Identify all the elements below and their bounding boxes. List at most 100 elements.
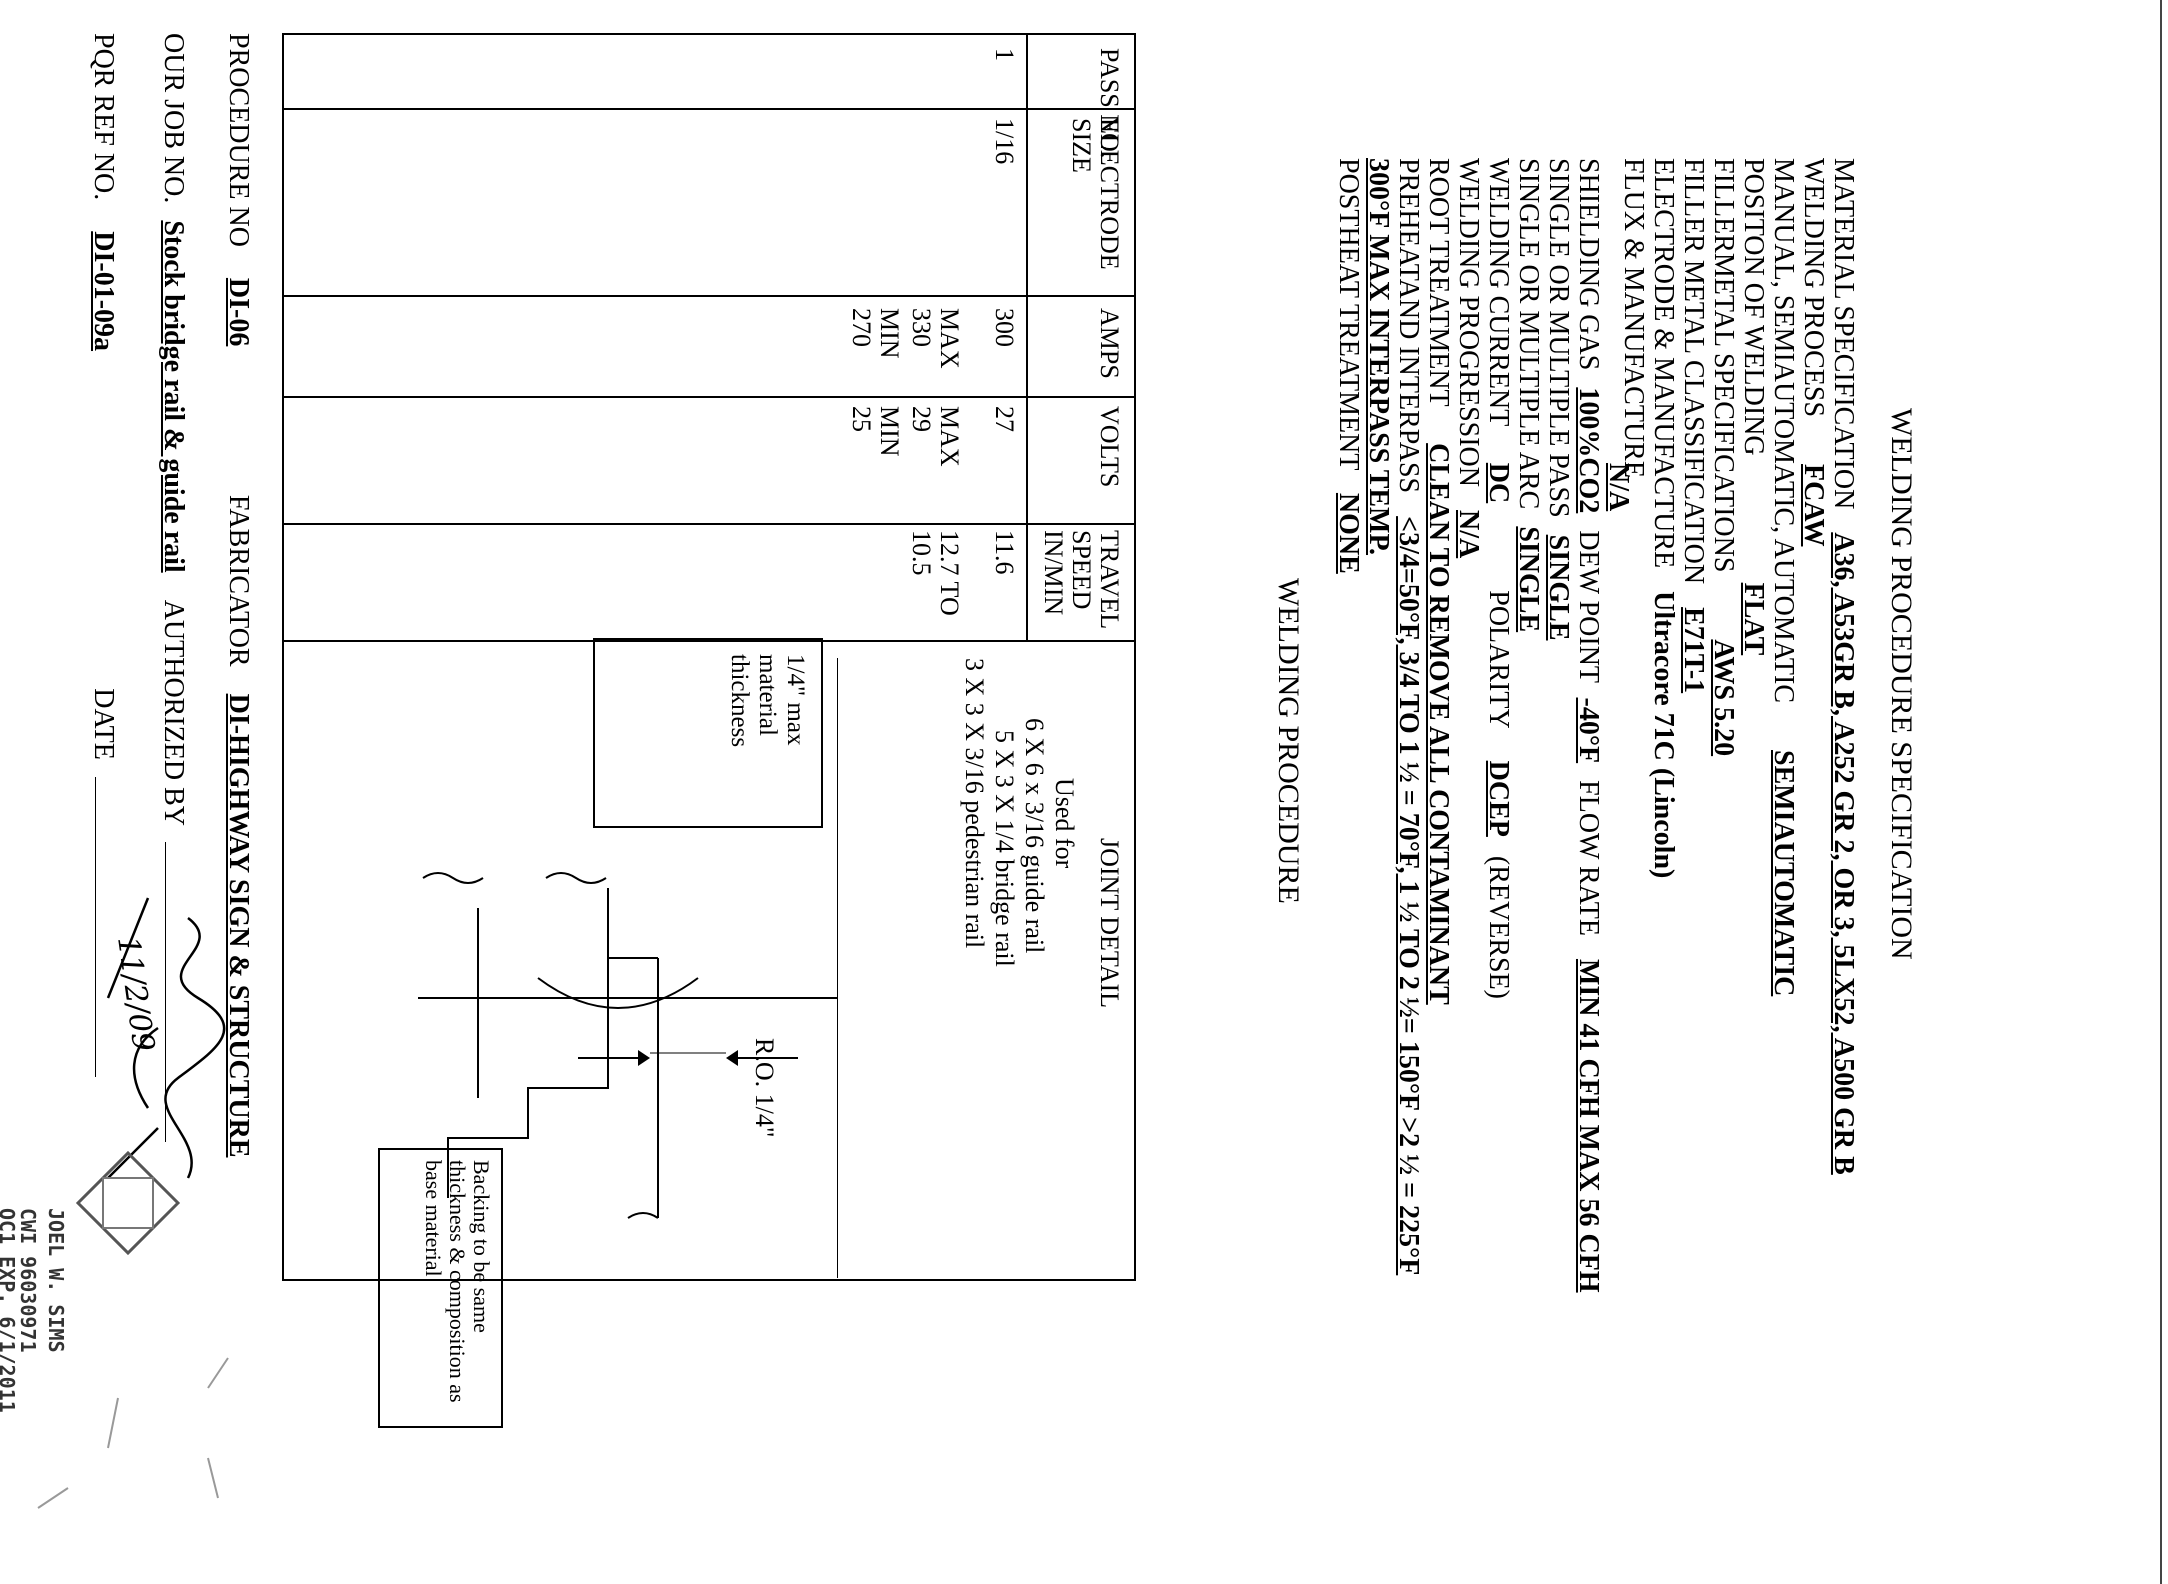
field-flux-value: N/A <box>1603 463 1634 512</box>
postheat-value: NONE <box>1333 492 1364 574</box>
current-value: DC <box>1483 462 1514 504</box>
field-flux: FLUX & MANUFACTURE <box>1618 158 1649 478</box>
rotated-document: WELDING PROCEDURE SPECIFICATION MATERIAL… <box>0 18 2168 1558</box>
header-row-divider <box>1026 33 1028 640</box>
field-preheat: PREHEATAND INTERPASS <3/4=50°F, 3/4 TO 1… <box>1393 158 1424 1276</box>
field-label: FLUX & MANUFACTURE <box>1618 158 1649 478</box>
field-material-spec: MATERIAL SPECIFICATION A36, A53GR B, A25… <box>1828 158 1859 1175</box>
table-top-border <box>1134 33 1136 1281</box>
preheat-label: PREHEATAND INTERPASS <box>1393 158 1424 494</box>
cell-travel-range: 12.7 TO 10.5 <box>907 530 964 616</box>
field-arc: SINGLE OR MULTIPLE ARC SINGLE <box>1513 158 1544 633</box>
flow-value: MIN 41 CFH MAX 56 CFH <box>1573 958 1604 1293</box>
polarity-note: (REVERSE) <box>1483 855 1514 999</box>
field-filler-class: FILLER METAL CLASSIFICATION E71T-1 <box>1678 158 1709 693</box>
arc-label: SINGLE OR MULTIPLE ARC <box>1513 158 1544 510</box>
field-value: FCAW <box>1798 464 1829 547</box>
field-label: MANUAL, SEMIAUTOMATIC, AUTOMATIC <box>1768 158 1799 703</box>
pqr-label: PQR REF NO. <box>88 33 119 201</box>
field-root: ROOT TREATMENT CLEAN TO REMOVE ALL CONTA… <box>1423 158 1454 1005</box>
field-value: FLAT <box>1738 582 1769 656</box>
cell-volts-max: MAX 29 <box>907 406 964 467</box>
page-edge-rule <box>2160 0 2162 1584</box>
field-label: MATERIAL SPECIFICATION <box>1828 158 1859 510</box>
handwritten-signature: 11/2/09 <box>106 897 226 1179</box>
preheat-line2: 300°F MAX INTERPASS TEMP. <box>1363 158 1394 556</box>
col-divider <box>282 295 1136 297</box>
polarity-value: DCEP <box>1483 760 1514 837</box>
shielding-gas: 100%CO2 <box>1573 387 1604 514</box>
header-amps: AMPS <box>1095 308 1124 379</box>
arc-value: SINGLE <box>1513 526 1544 633</box>
shielding-label: SHIELDING GAS <box>1573 158 1604 371</box>
root-value: CLEAN TO REMOVE ALL CONTAMINANT <box>1423 443 1454 1005</box>
stamp-cwi: CWI 96030971 <box>16 1208 40 1353</box>
cell-pass: 1 <box>990 48 1019 61</box>
field-manual-semi-auto: MANUAL, SEMIAUTOMATIC, AUTOMATIC SEMIAUT… <box>1768 158 1799 997</box>
field-label: POSITON OF WELDING <box>1738 158 1769 456</box>
polarity-label: POLARITY <box>1483 590 1514 728</box>
cell-travel: 11.6 <box>990 530 1019 575</box>
joint-used-for: Used for <box>1050 778 1079 869</box>
field-label: WELDING PROCESS <box>1798 158 1829 418</box>
field-electrode: ELECTRODE & MANUFACTURE Ultracore 71C (L… <box>1648 158 1679 879</box>
field-label: FILLERMETAL SPECIFICATIONS <box>1708 158 1739 573</box>
faint-scan-marks <box>37 1357 229 1509</box>
field-welding-process: WELDING PROCESS FCAW <box>1798 158 1829 547</box>
cell-amps: 300 <box>990 308 1019 347</box>
pass-value: SINGLE <box>1543 534 1574 641</box>
col-divider <box>282 108 1136 110</box>
field-position: POSITON OF WELDING FLAT <box>1738 158 1769 656</box>
field-current: WELDING CURRENT DC POLARITY DCEP (REVERS… <box>1483 158 1514 999</box>
joint-sketch <box>418 658 838 1278</box>
joint-use-3: 3 X 3 X 3/16 pedestrian rail <box>960 658 989 949</box>
pqr-value: DI-01-09a <box>88 231 119 352</box>
pass-label: SINGLE OR MULTIPLE PASS <box>1543 158 1574 518</box>
table-left-border <box>282 33 1136 35</box>
joint-use-1: 6 X 6 x 3/16 guide rail <box>1020 718 1049 954</box>
preheat-value: <3/4=50°F, 3/4 TO 1 ½ = 70°F, 1 ½ TO 2 ½… <box>1393 516 1424 1276</box>
progression-value: N/A <box>1453 510 1484 559</box>
fabricator-label: FABRICATOR <box>223 494 254 667</box>
field-value: AWS 5.20 <box>1708 639 1739 757</box>
cell-volts-min: MIN 25 <box>847 406 904 457</box>
field-progression: WELDING PROGRESSION N/A <box>1453 158 1484 559</box>
field-postheat: POSTHEAT TREATMENT NONE <box>1333 158 1364 574</box>
field-value: A36, A53GR B, A252 GR 2, OR 3, 5LX52, A5… <box>1828 532 1859 1175</box>
field-shielding: SHIELDING GAS 100%CO2 DEW POINT -40°F FL… <box>1573 158 1604 1293</box>
header-volts: VOLTS <box>1095 406 1124 488</box>
procedure-label: PROCEDURE NO <box>223 33 254 247</box>
document-title: WELDING PROCEDURE SPECIFICATION <box>1885 408 1918 960</box>
procedure-value: DI-06 <box>223 277 254 347</box>
header-travel: TRAVEL SPEED IN/MIN <box>1039 530 1124 629</box>
col-divider <box>282 523 1136 525</box>
authorized-label: AUTHORIZED BY <box>158 599 189 825</box>
field-pass: SINGLE OR MULTIPLE PASS SINGLE <box>1543 158 1574 641</box>
stamp-name: JOEL W. SIMS <box>44 1208 68 1353</box>
postheat-label: POSTHEAT TREATMENT <box>1333 158 1364 470</box>
header-joint: JOINT DETAIL <box>1095 838 1124 1009</box>
current-label: WELDING CURRENT <box>1483 158 1514 426</box>
section-title: WELDING PROCEDURE <box>1272 578 1305 904</box>
cell-amps-max: MAX 330 <box>907 308 964 369</box>
date-label: DATE <box>88 688 119 760</box>
joint-use-2: 5 X 3 X 1/4 bridge rail <box>990 730 1019 967</box>
field-filler-spec: FILLERMETAL SPECIFICATIONS AWS 5.20 <box>1708 158 1739 757</box>
dew-label: DEW POINT <box>1573 530 1604 683</box>
inspector-stamp-emblem <box>75 1150 181 1256</box>
cell-amps-min: MIN 270 <box>847 308 904 359</box>
flow-label: FLOW RATE <box>1573 780 1604 936</box>
field-label: ELECTRODE & MANUFACTURE <box>1648 158 1679 569</box>
cell-volts: 27 <box>990 406 1019 432</box>
col-divider <box>282 396 1136 398</box>
job-label: OUR JOB NO. <box>158 33 189 204</box>
progression-label: WELDING PROGRESSION <box>1453 158 1484 487</box>
field-value: Ultracore 71C (Lincoln) <box>1648 591 1679 879</box>
cell-electrode: 1/16 <box>990 118 1019 165</box>
root-label: ROOT TREATMENT <box>1423 158 1454 407</box>
field-label: FILLER METAL CLASSIFICATION <box>1678 158 1709 585</box>
field-value: SEMIAUTOMATIC <box>1768 750 1799 997</box>
header-electrode: ELECTRODE SIZE <box>1067 118 1124 270</box>
handwritten-date: 11/2/09 <box>110 934 161 1053</box>
